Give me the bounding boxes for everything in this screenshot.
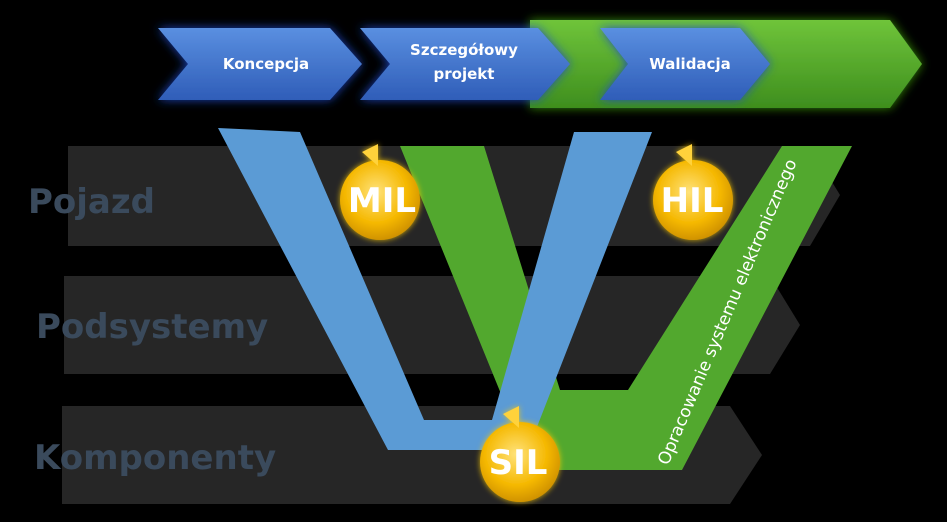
phase-bar <box>158 20 922 108</box>
loop-cycle-icon <box>480 422 560 502</box>
loop-label-mil: MIL <box>348 181 416 221</box>
loop-label-sil: SIL <box>489 443 548 483</box>
loop-badge-mil <box>340 144 420 240</box>
phase-label-projekt-line2: projekt <box>434 65 495 83</box>
phase-label-projekt-line1: Szczegółowy <box>410 41 518 59</box>
row-label-podsystemy: Podsystemy <box>36 307 268 347</box>
phase-chevron-walidacja <box>600 28 770 100</box>
row-label-komponenty: Komponenty <box>34 438 276 478</box>
loop-badge-sil <box>480 406 560 502</box>
loop-arrow-icon <box>362 144 378 166</box>
loop-label-hil: HIL <box>661 181 724 221</box>
loop-cycle-icon <box>653 160 733 240</box>
phase-chevron-projekt <box>360 28 570 100</box>
loop-arrow-icon <box>503 406 519 428</box>
phase-label-walidacja: Walidacja <box>649 55 730 73</box>
loop-badge-hil <box>653 144 733 240</box>
loop-arrow-icon <box>676 144 692 166</box>
row-band-podsystemy <box>64 276 800 374</box>
phase-chevron-koncepcja <box>158 28 362 100</box>
phase-label-koncepcja: Koncepcja <box>223 55 309 73</box>
loop-cycle-icon <box>340 160 420 240</box>
row-label-pojazd: Pojazd <box>28 182 155 222</box>
blue-v-shape <box>218 128 652 450</box>
